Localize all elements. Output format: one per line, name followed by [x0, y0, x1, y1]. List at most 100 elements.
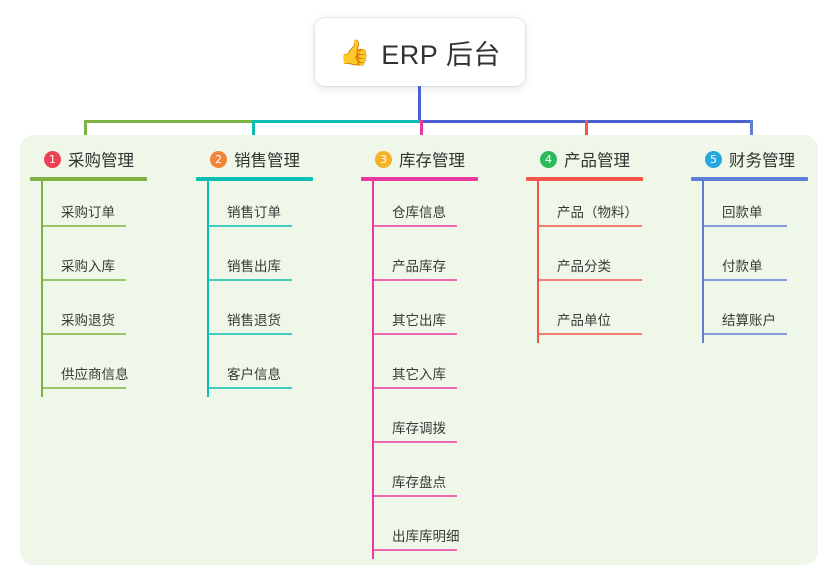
branch-spine	[537, 181, 539, 343]
branch-leaf-rule	[702, 225, 787, 227]
branch-title: 财务管理	[729, 152, 795, 170]
branch-leaf-label: 供应商信息	[61, 367, 129, 382]
branch-leaf-rule	[372, 495, 457, 497]
branch-leaf-label: 产品库存	[392, 259, 446, 274]
branch-leaf-item[interactable]: 结算账户	[691, 289, 839, 343]
branch-header-rule	[30, 177, 147, 181]
branch-header-rule	[361, 177, 478, 181]
branch-leaf-item[interactable]: 产品单位	[526, 289, 691, 343]
branch-title: 销售管理	[234, 152, 300, 170]
branch-leaf-item[interactable]: 采购订单	[30, 181, 182, 235]
branch-leaf-item[interactable]: 采购退货	[30, 289, 182, 343]
branch-leaf-label: 回款单	[722, 205, 763, 220]
branch-leaf-item[interactable]: 库存调拨	[361, 397, 521, 451]
branch-leaf-label: 出库库明细	[392, 529, 460, 544]
branch-number-badge: 4	[540, 150, 557, 168]
branch-leaf-label: 其它入库	[392, 367, 446, 382]
root-stem-connector	[418, 86, 421, 123]
branch-spine	[41, 181, 43, 397]
branch-leaf-rule	[207, 225, 292, 227]
branch-leaf-rule	[537, 225, 642, 227]
branch-header-5[interactable]: 5 财务管理	[691, 147, 839, 171]
branch-leaf-rule	[41, 387, 126, 389]
branch-leaf-label: 产品分类	[557, 259, 611, 274]
branch-leaf-rule	[41, 225, 126, 227]
branch-leaf-item[interactable]: 销售订单	[196, 181, 348, 235]
thumbs-up-icon: 👍	[339, 37, 371, 67]
branch-header-rule	[196, 177, 313, 181]
branch-leaf-label: 产品单位	[557, 313, 611, 328]
root-node-title: ERP 后台	[381, 39, 501, 70]
branch-leaf-item[interactable]: 其它入库	[361, 343, 521, 397]
branch-title: 库存管理	[399, 152, 465, 170]
branch-children: 采购订单采购入库采购退货供应商信息	[30, 181, 182, 397]
branch-leaf-rule	[372, 279, 457, 281]
branch-number-badge: 3	[375, 150, 392, 168]
branch-header-3[interactable]: 3 库存管理	[361, 147, 521, 171]
branch-leaf-item[interactable]: 采购入库	[30, 235, 182, 289]
branch-children: 销售订单销售出库销售退货客户信息	[196, 181, 348, 397]
branch-column-3: 3 库存管理仓库信息产品库存其它出库其它入库库存调拨库存盘点出库库明细	[361, 147, 521, 559]
branch-leaf-rule	[41, 333, 126, 335]
branch-leaf-item[interactable]: 产品（物料）	[526, 181, 691, 235]
branch-leaf-item[interactable]: 库存盘点	[361, 451, 521, 505]
branch-leaf-item[interactable]: 付款单	[691, 235, 839, 289]
branch-leaf-item[interactable]: 销售退货	[196, 289, 348, 343]
branch-leaf-item[interactable]: 产品分类	[526, 235, 691, 289]
branch-header-4[interactable]: 4 产品管理	[526, 147, 691, 171]
branch-children: 产品（物料） 产品分类产品单位	[526, 181, 691, 343]
branch-leaf-rule	[372, 225, 457, 227]
branch-leaf-rule	[207, 387, 292, 389]
branch-spine	[702, 181, 704, 343]
branch-leaf-rule	[537, 333, 642, 335]
branch-leaf-item[interactable]: 客户信息	[196, 343, 348, 397]
branch-column-5: 5 财务管理回款单付款单结算账户	[691, 147, 839, 343]
branch-leaf-item[interactable]: 回款单	[691, 181, 839, 235]
branch-column-2: 2 销售管理销售订单销售出库销售退货客户信息	[196, 147, 348, 397]
branch-column-1: 1 采购管理采购订单采购入库采购退货供应商信息	[30, 147, 182, 397]
branch-leaf-rule	[372, 549, 457, 551]
branch-leaf-label: 采购退货	[61, 313, 115, 328]
branch-header-rule	[526, 177, 643, 181]
branch-leaf-item[interactable]: 出库库明细	[361, 505, 521, 559]
branch-children: 回款单付款单结算账户	[691, 181, 839, 343]
branch-leaf-rule	[537, 279, 642, 281]
branch-leaf-item[interactable]: 销售出库	[196, 235, 348, 289]
branch-leaf-rule	[207, 279, 292, 281]
branch-header-1[interactable]: 1 采购管理	[30, 147, 182, 171]
branch-leaf-label: 销售订单	[227, 205, 281, 220]
branch-leaf-item[interactable]: 其它出库	[361, 289, 521, 343]
branch-title: 产品管理	[564, 152, 630, 170]
branches-panel	[20, 135, 818, 565]
branch-leaf-label: 采购入库	[61, 259, 115, 274]
branch-leaf-item[interactable]: 产品库存	[361, 235, 521, 289]
branch-leaf-item[interactable]: 供应商信息	[30, 343, 182, 397]
branch-spine	[372, 181, 374, 559]
branch-leaf-label: 库存盘点	[392, 475, 446, 490]
branch-number-badge: 2	[210, 150, 227, 168]
branch-leaf-rule	[702, 333, 787, 335]
branch-header-2[interactable]: 2 销售管理	[196, 147, 348, 171]
branch-leaf-rule	[372, 387, 457, 389]
branch-leaf-label: 仓库信息	[392, 205, 446, 220]
branch-leaf-rule	[702, 279, 787, 281]
branch-spine	[207, 181, 209, 397]
branch-title: 采购管理	[68, 152, 134, 170]
branch-header-rule	[691, 177, 808, 181]
branch-number-badge: 1	[44, 150, 61, 168]
branch-leaf-label: 其它出库	[392, 313, 446, 328]
branch-leaf-label: 结算账户	[722, 313, 776, 328]
branch-leaf-label: 产品（物料）	[557, 205, 638, 220]
branch-leaf-label: 客户信息	[227, 367, 281, 382]
branch-leaf-item[interactable]: 仓库信息	[361, 181, 521, 235]
branch-leaf-rule	[207, 333, 292, 335]
branch-leaf-rule	[372, 333, 457, 335]
root-node-content: 👍 ERP 后台	[339, 33, 501, 72]
branch-leaf-rule	[372, 441, 457, 443]
branch-column-4: 4 产品管理产品（物料） 产品分类产品单位	[526, 147, 691, 343]
root-node-card[interactable]: 👍 ERP 后台	[315, 18, 525, 86]
branch-number-badge: 5	[705, 150, 722, 168]
bus-segment-1	[84, 120, 255, 123]
branch-leaf-label: 采购订单	[61, 205, 115, 220]
bus-segment-2	[252, 120, 423, 123]
